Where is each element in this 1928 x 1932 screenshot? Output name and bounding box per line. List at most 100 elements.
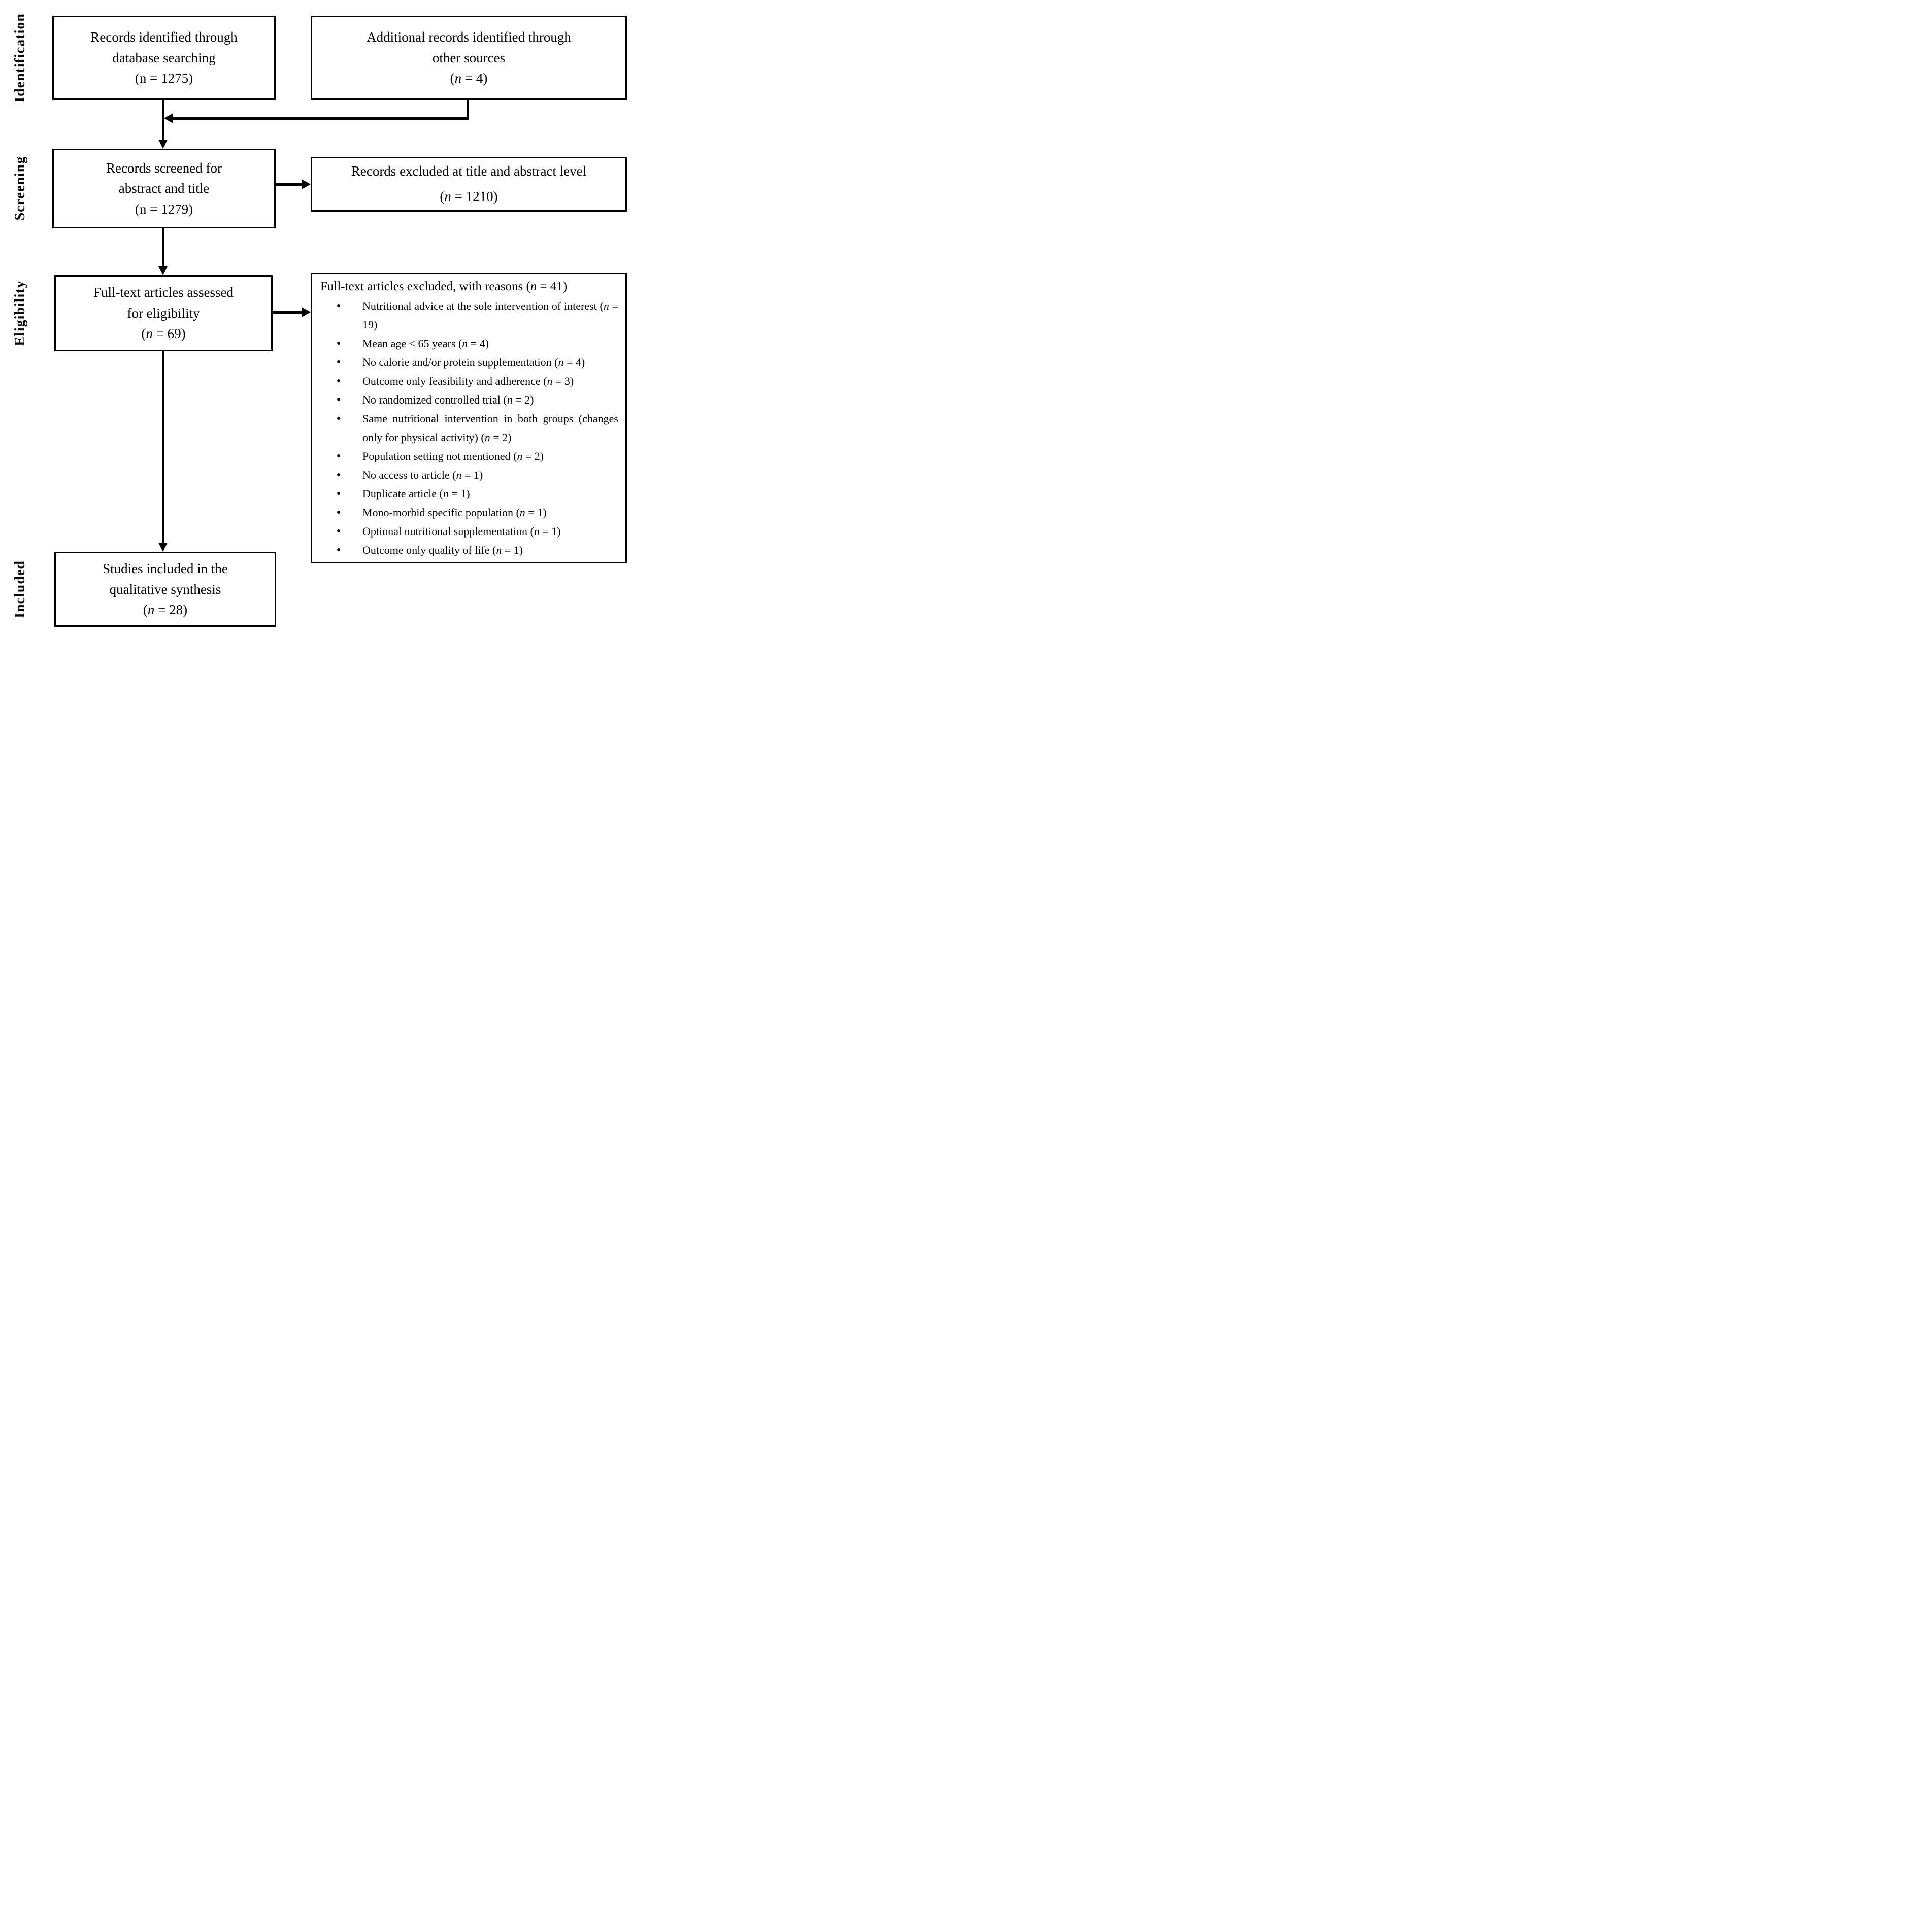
count-open: ( <box>135 201 140 217</box>
count-rest: = 3) <box>552 375 574 387</box>
count-open: ( <box>450 71 455 86</box>
arrow-screened-to-excluded-line <box>276 183 302 186</box>
box-fulltext-excluded: Full-text articles excluded, with reason… <box>311 273 627 563</box>
count-line: (n = 1279) <box>54 199 274 220</box>
excluded-reason: Mono-morbid specific population (n = 1) <box>312 503 625 522</box>
count-n: n <box>456 469 462 481</box>
excluded-reason: No calorie and/or protein supplementatio… <box>312 353 625 372</box>
box-text-line: abstract and title <box>118 181 210 196</box>
box-text-line: qualitative synthesis <box>109 581 221 597</box>
box-text-line: Studies included in the <box>103 561 228 577</box>
count-n: n <box>484 431 490 444</box>
count-n: n <box>534 525 540 538</box>
count-n: n <box>147 602 155 618</box>
excluded-reason: No access to article (n = 1) <box>312 465 625 484</box>
excluded-reasons-list: Nutritional advice at the sole intervent… <box>312 296 625 559</box>
count-line: (n = 28) <box>56 599 275 620</box>
box-text-line: Full-text articles assessed <box>93 285 234 301</box>
arrow-fulltext-to-reasons-line <box>273 311 302 314</box>
excluded-reason: No randomized controlled trial (n = 2) <box>312 390 625 409</box>
arrow-identified-to-screened-line <box>162 100 164 142</box>
box-text-line: Records excluded at title and abstract l… <box>351 163 587 179</box>
count-rest: = 4) <box>468 337 489 350</box>
count-rest: = 19) <box>362 299 618 331</box>
box-text-line: Records identified through <box>90 29 238 45</box>
reason-text: Mean age < 65 years ( <box>362 337 462 350</box>
reason-text: Same nutritional intervention in both gr… <box>362 412 618 444</box>
stage-label-eligibility: Eligibility <box>12 280 28 346</box>
box-text-line: database searching <box>112 50 216 65</box>
box-text-line: for eligibility <box>127 305 200 321</box>
count-rest: = 1275) <box>146 71 193 86</box>
count-n: n <box>454 71 462 86</box>
box-text-line: Additional records identified through <box>367 29 571 45</box>
count-n: n <box>462 337 468 350</box>
count-n: n <box>443 487 449 500</box>
excluded-reason: Population setting not mentioned (n = 2) <box>312 447 625 465</box>
reason-text: Optional nutritional supplementation ( <box>362 525 534 538</box>
count-rest: = 69) <box>152 326 186 342</box>
count-n: n <box>603 299 609 312</box>
count-open: ( <box>141 326 146 342</box>
count-n: n <box>146 326 153 342</box>
count-rest: = 2) <box>522 450 544 462</box>
count-line: (n = 1210) <box>312 184 625 210</box>
count-rest: = 4) <box>461 71 488 86</box>
count-rest: = 1279) <box>146 201 193 217</box>
excluded-reason: Outcome only quality of life (n = 1) <box>312 541 625 559</box>
arrow-fulltext-to-reasons-head <box>302 307 311 317</box>
count-n: n <box>547 375 553 387</box>
reason-text: No access to article ( <box>362 469 456 481</box>
box-fulltext-assessed: Full-text articles assessed for eligibil… <box>54 275 273 351</box>
excluded-reason: Outcome only feasibility and adherence (… <box>312 372 625 390</box>
count-rest: = 28) <box>154 602 188 618</box>
count-n: n <box>444 189 451 204</box>
excluded-reason: Same nutritional intervention in both gr… <box>312 409 625 447</box>
reason-text: Duplicate article ( <box>362 487 443 500</box>
count-rest: = 1) <box>525 506 547 519</box>
reason-text: No calorie and/or protein supplementatio… <box>362 356 558 369</box>
count-rest: = 4) <box>563 356 585 369</box>
count-n: n <box>519 506 525 519</box>
count-rest: = 1210) <box>451 189 498 204</box>
count-n: n <box>558 356 564 369</box>
count-n: n <box>507 393 513 406</box>
count-n: n <box>517 450 523 462</box>
box-records-excluded: Records excluded at title and abstract l… <box>311 157 627 212</box>
prisma-flow-diagram: Identification Screening Eligibility Inc… <box>0 0 643 644</box>
arrow-screened-to-fulltext-head <box>158 266 168 275</box>
excluded-reason: Mean age < 65 years (n = 4) <box>312 334 625 353</box>
count-n: n <box>530 280 537 293</box>
count-line: (n = 1275) <box>54 68 274 89</box>
excluded-reason: Optional nutritional supplementation (n … <box>312 522 625 541</box>
count-rest: = 1) <box>448 487 470 500</box>
count-open: ( <box>143 602 148 618</box>
count-n: n <box>496 544 502 556</box>
box-studies-included: Studies included in the qualitative synt… <box>54 552 276 627</box>
box-additional-records: Additional records identified through ot… <box>311 16 627 100</box>
reason-text: Outcome only quality of life ( <box>362 544 496 556</box>
arrow-screened-to-fulltext-line <box>162 228 164 267</box>
box-records-screened: Records screened for abstract and title … <box>52 149 276 228</box>
reason-text: Mono-morbid specific population ( <box>362 506 520 519</box>
excluded-reasons-title: Full-text articles excluded, with reason… <box>312 274 625 296</box>
box-records-identified: Records identified through database sear… <box>52 16 276 100</box>
stage-label-included: Included <box>12 560 28 618</box>
count-rest: = 1) <box>502 544 523 556</box>
connector-additional-drop-line <box>467 100 469 120</box>
count-rest: = 1) <box>461 469 483 481</box>
count-line: (n = 4) <box>312 68 625 89</box>
excluded-reason: Nutritional advice at the sole intervent… <box>312 296 625 334</box>
arrow-identified-to-screened-head <box>158 140 168 149</box>
connector-additional-merge-line <box>173 117 469 120</box>
count-rest: = 2) <box>490 431 512 444</box>
count-open: ( <box>135 71 140 86</box>
arrow-screened-to-excluded-head <box>302 179 311 189</box>
count-n: n <box>139 201 147 217</box>
excluded-reason: Duplicate article (n = 1) <box>312 484 625 503</box>
count-rest: = 2) <box>512 393 534 406</box>
title-pre: Full-text articles excluded, with reason… <box>320 280 530 293</box>
reason-text: No randomized controlled trial ( <box>362 393 507 406</box>
count-open: ( <box>440 189 445 204</box>
count-n: n <box>139 71 147 86</box>
